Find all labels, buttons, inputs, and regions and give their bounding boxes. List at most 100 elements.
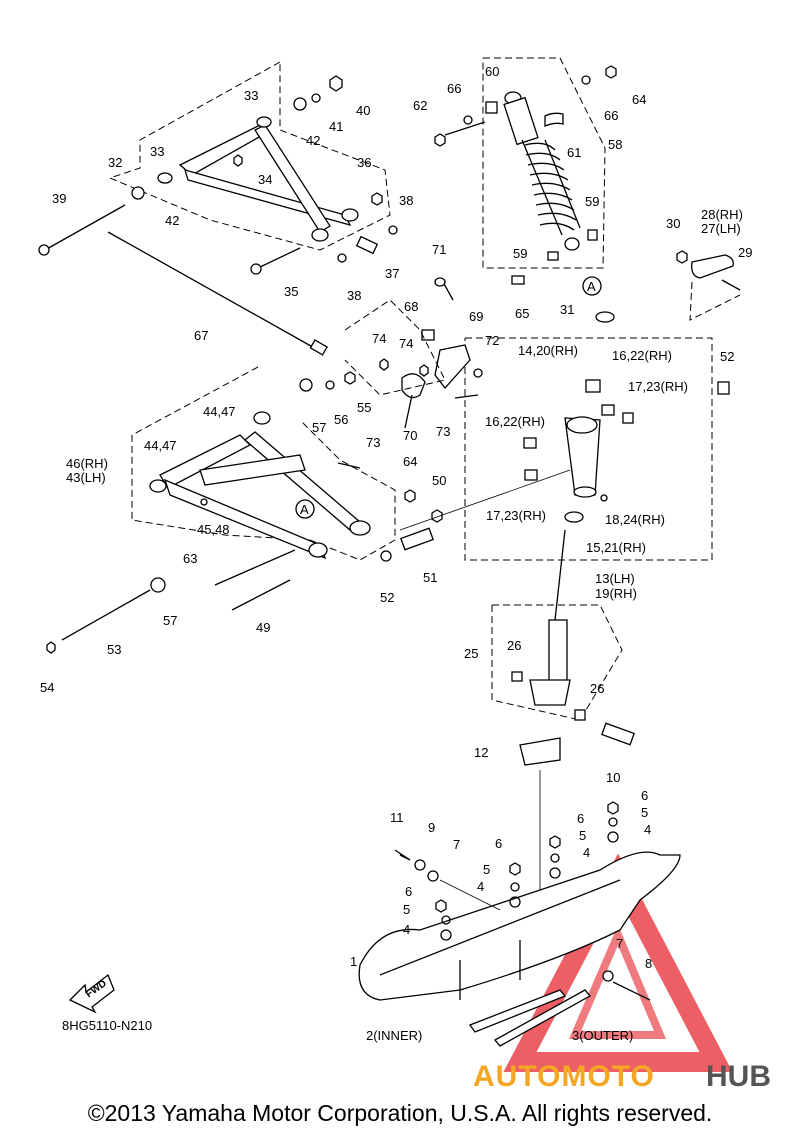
- callout: 8: [645, 956, 652, 971]
- callout: 39: [52, 191, 66, 206]
- callout: 19(RH): [595, 586, 637, 601]
- callout: 64: [632, 92, 646, 107]
- callout: 66: [447, 81, 461, 96]
- callout: 13(LH): [595, 571, 635, 586]
- callout: 4: [583, 845, 590, 860]
- callout: 2(INNER): [366, 1028, 422, 1043]
- callout: 61: [567, 145, 581, 160]
- callout: 4: [644, 822, 651, 837]
- callout: 5: [483, 862, 490, 877]
- callout: 17,23(RH): [628, 379, 688, 394]
- fwd-arrow-icon: FWD: [68, 973, 115, 1014]
- callout: 59: [585, 194, 599, 209]
- callout: 16,22(RH): [485, 414, 545, 429]
- watermark-text-part2: HUB: [706, 1060, 771, 1093]
- callout: 43(LH): [66, 470, 106, 485]
- callout: 4: [477, 879, 484, 894]
- callout: 49: [256, 620, 270, 635]
- callout: 17,23(RH): [486, 508, 546, 523]
- callout: 54: [40, 680, 54, 695]
- callout: 16,22(RH): [612, 348, 672, 363]
- callout: 42: [306, 133, 320, 148]
- callout: 6: [641, 788, 648, 803]
- callout: 37: [385, 266, 399, 281]
- lower-a-arm: [46, 371, 571, 654]
- callout: 10: [606, 770, 620, 785]
- callout: 73: [366, 435, 380, 450]
- callout: 4: [403, 922, 410, 937]
- group-boxes: [108, 57, 713, 721]
- steering-arm: [595, 250, 741, 323]
- callout: 36: [357, 155, 371, 170]
- callout: 33: [150, 144, 164, 159]
- callout: 27(LH): [701, 221, 741, 236]
- callout: 35: [284, 284, 298, 299]
- callout: 25: [464, 646, 478, 661]
- callout: 62: [413, 98, 427, 113]
- callout: 74: [399, 336, 413, 351]
- callout: 51: [423, 570, 437, 585]
- callout: 15,21(RH): [586, 540, 646, 555]
- callout: 28(RH): [701, 207, 743, 222]
- callout: 57: [312, 420, 326, 435]
- callout: 44,47: [203, 404, 236, 419]
- callout: 26: [590, 681, 604, 696]
- callout: 55: [357, 400, 371, 415]
- callout: 50: [432, 473, 446, 488]
- callout: 56: [334, 412, 348, 427]
- callout: 71: [432, 242, 446, 257]
- long-bolt-39: [38, 204, 126, 256]
- callout: 66: [604, 108, 618, 123]
- callout: 7: [616, 936, 623, 951]
- callout: 63: [183, 551, 197, 566]
- callout: 12: [474, 745, 488, 760]
- spindle: [523, 379, 730, 523]
- callout: 6: [577, 811, 584, 826]
- callout: 42: [165, 213, 179, 228]
- callout: 72: [485, 333, 499, 348]
- callout: 65: [515, 306, 529, 321]
- callout: 5: [641, 805, 648, 820]
- callout: 53: [107, 642, 121, 657]
- callout: 60: [485, 64, 499, 79]
- linkage: [344, 277, 483, 429]
- copyright-notice: ©2013 Yamaha Motor Corporation, U.S.A. A…: [87, 1100, 713, 1126]
- callout-labels: 60 66 62 64 66 61 58 59 59 A 65 33 40 41…: [40, 64, 752, 1043]
- callout: 30: [666, 216, 680, 231]
- callout: 44,47: [144, 438, 177, 453]
- callout: 68: [404, 299, 418, 314]
- callout: 69: [469, 309, 483, 324]
- callout: 1: [350, 954, 357, 969]
- watermark-text-part1: AUTOMOTO: [473, 1060, 655, 1093]
- callout: 38: [399, 193, 413, 208]
- callout: 6: [495, 836, 502, 851]
- callout: 38: [347, 288, 361, 303]
- callout: 52: [720, 349, 734, 364]
- shock-absorber: [434, 65, 617, 285]
- watermark-logo: [503, 853, 733, 1072]
- upper-a-arm: [131, 75, 398, 275]
- diagram-code: 8HG5110-N210: [62, 1018, 152, 1033]
- callout: 7: [453, 837, 460, 852]
- callout: 31: [560, 302, 574, 317]
- callout: 3(OUTER): [572, 1028, 633, 1043]
- callout: 59: [513, 246, 527, 261]
- callout: 32: [108, 155, 122, 170]
- callout: 14,20(RH): [518, 343, 578, 358]
- callout: A: [300, 502, 309, 517]
- callout: 57: [163, 613, 177, 628]
- callout: 41: [329, 119, 343, 134]
- callout: 73: [436, 424, 450, 439]
- callout: 5: [403, 902, 410, 917]
- tie-rod-67: [107, 231, 328, 356]
- callout: 5: [579, 828, 586, 843]
- steering-spindle: [511, 529, 635, 940]
- callout: 6: [405, 884, 412, 899]
- ski: [358, 801, 681, 1047]
- callout: 34: [258, 172, 272, 187]
- callout: 18,24(RH): [605, 512, 665, 527]
- callout: 74: [372, 331, 386, 346]
- callout: 52: [380, 590, 394, 605]
- callout: 58: [608, 137, 622, 152]
